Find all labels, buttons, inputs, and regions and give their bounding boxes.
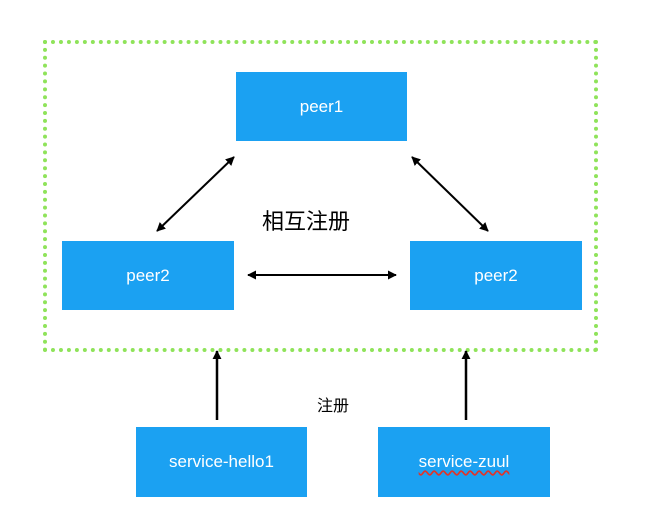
service-zuul-node: service-zuul bbox=[378, 427, 550, 497]
peer1-node: peer1 bbox=[236, 72, 407, 141]
arrow-peer1-peer2-right bbox=[411, 156, 489, 232]
service-hello1-label: service-hello1 bbox=[169, 452, 274, 471]
peer2-left-node: peer2 bbox=[62, 241, 234, 310]
service-zuul-label: service-zuul bbox=[418, 452, 510, 471]
eureka-cluster-boundary bbox=[43, 40, 598, 352]
register-label: 注册 bbox=[317, 398, 350, 415]
peer1-label: peer1 bbox=[299, 96, 344, 116]
peer2-left-label: peer2 bbox=[126, 265, 170, 285]
peer2-right-node: peer2 bbox=[410, 241, 582, 310]
mutual-register-label: 相互注册 bbox=[262, 209, 351, 234]
service-hello1-node: service-hello1 bbox=[136, 427, 307, 497]
arrow-peer1-peer2-left bbox=[156, 156, 235, 232]
peer2-right-label: peer2 bbox=[474, 265, 518, 285]
